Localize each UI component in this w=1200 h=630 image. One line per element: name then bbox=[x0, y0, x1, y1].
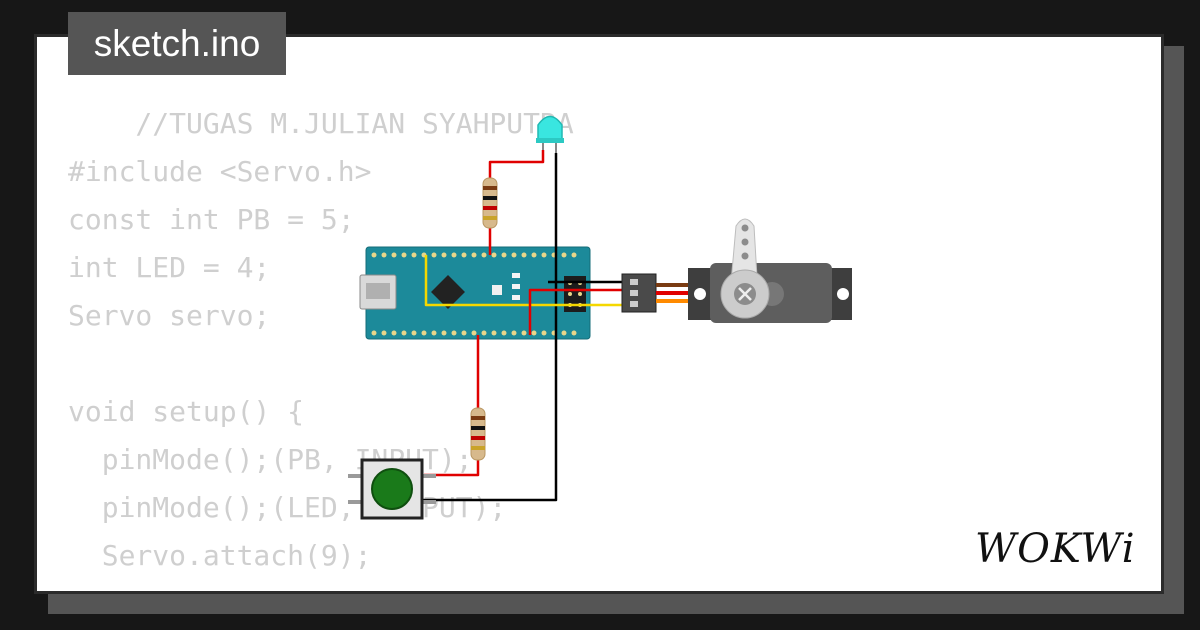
wokwi-logo: WOKWi bbox=[975, 526, 1136, 572]
code-line: Servo.attach(9); bbox=[68, 539, 372, 572]
preview-card bbox=[34, 34, 1164, 594]
code-line: const int PB = 5; bbox=[68, 203, 355, 236]
code-line: pinMode();(LED, OUTPUT); bbox=[68, 491, 507, 524]
code-line: #include <Servo.h> bbox=[68, 155, 372, 188]
resistor-icon[interactable] bbox=[482, 177, 498, 229]
arduino-nano-icon[interactable] bbox=[359, 246, 591, 340]
file-tab[interactable]: sketch.ino bbox=[68, 12, 286, 75]
wires bbox=[420, 150, 625, 502]
led-icon[interactable] bbox=[536, 115, 564, 154]
servo-connector-icon bbox=[621, 273, 690, 313]
code-line: Servo servo; bbox=[68, 299, 271, 332]
servo-motor-icon[interactable] bbox=[688, 218, 852, 323]
code-line: void setup() { bbox=[68, 395, 305, 428]
pushbutton-icon[interactable] bbox=[348, 458, 436, 520]
code-line: int LED = 4; bbox=[68, 251, 271, 284]
resistor-icon[interactable] bbox=[470, 407, 486, 461]
